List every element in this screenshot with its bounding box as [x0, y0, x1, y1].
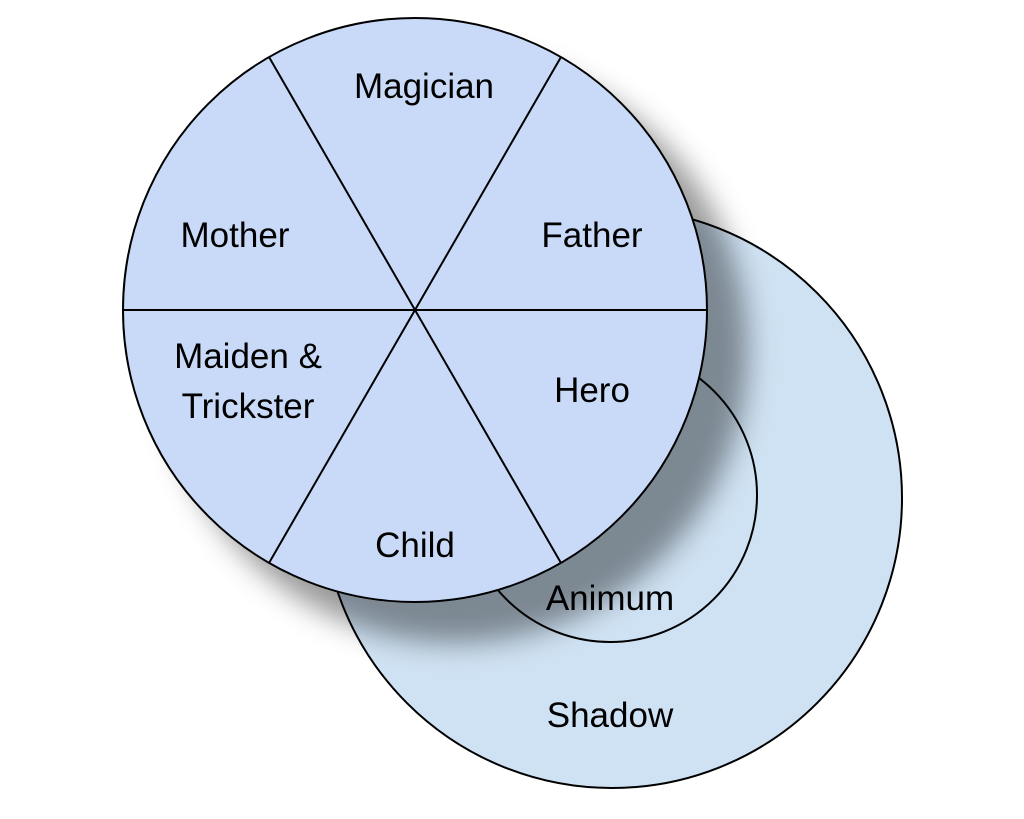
magician-label: Magician [354, 67, 494, 106]
hero-label: Hero [554, 371, 630, 410]
mother-label: Mother [181, 216, 290, 255]
divider-diagonal-2 [268, 56, 562, 564]
trickster-label: Trickster [182, 387, 315, 426]
self-circle: Magician Father Hero Child Maiden & Tric… [122, 17, 708, 603]
maiden-label: Maiden & [174, 337, 322, 376]
father-label: Father [541, 216, 642, 255]
child-label: Child [375, 526, 455, 565]
shadow-label: Shadow [547, 696, 674, 735]
animum-label: Animum [546, 579, 674, 618]
